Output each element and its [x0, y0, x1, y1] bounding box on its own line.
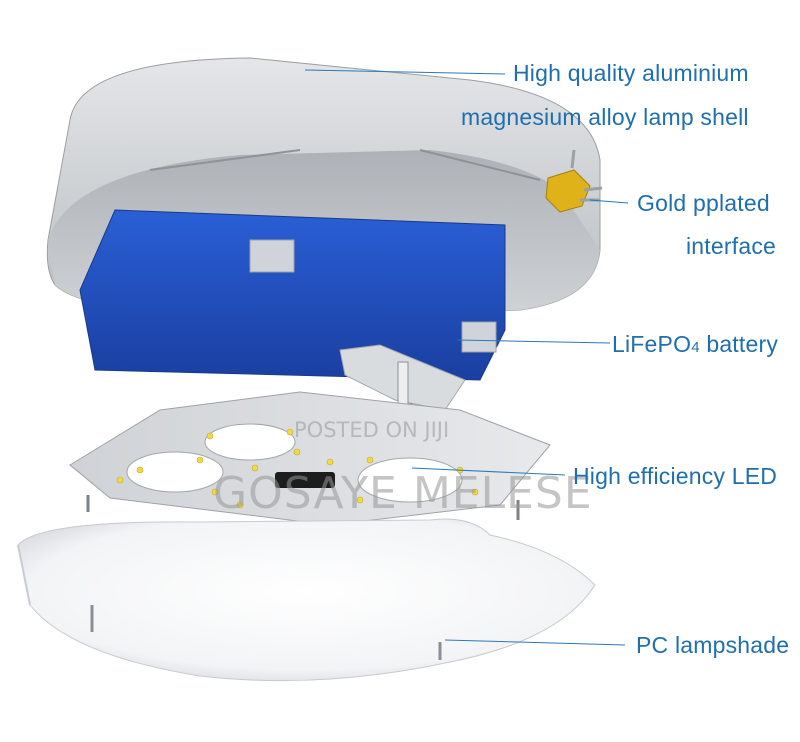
led-plate — [69, 391, 551, 526]
callout-led: High efficiency LED — [573, 463, 778, 489]
callout-lampshade: PC lampshade — [636, 632, 790, 658]
callout-shell-line1: High quality aluminium — [513, 60, 749, 86]
lifepo4-battery — [79, 209, 506, 381]
battery-prefix: LiFePO — [612, 331, 692, 357]
pc-lampshade — [17, 518, 596, 682]
watermark-posted: POSTED ON JIJI — [294, 418, 450, 442]
callout-interface-line2: interface — [686, 233, 777, 259]
callout-shell-line2: magnesium alloy lamp shell — [461, 104, 749, 130]
battery-suffix: battery — [699, 331, 779, 357]
callout-battery: LiFePO4 battery — [612, 333, 778, 356]
leader-lines — [304, 69, 629, 646]
callout-interface-line1: Gold pplated — [637, 190, 770, 216]
battery-subscript: 4 — [691, 339, 700, 356]
watermark-seller: GOSAYE MELESE — [213, 468, 593, 519]
